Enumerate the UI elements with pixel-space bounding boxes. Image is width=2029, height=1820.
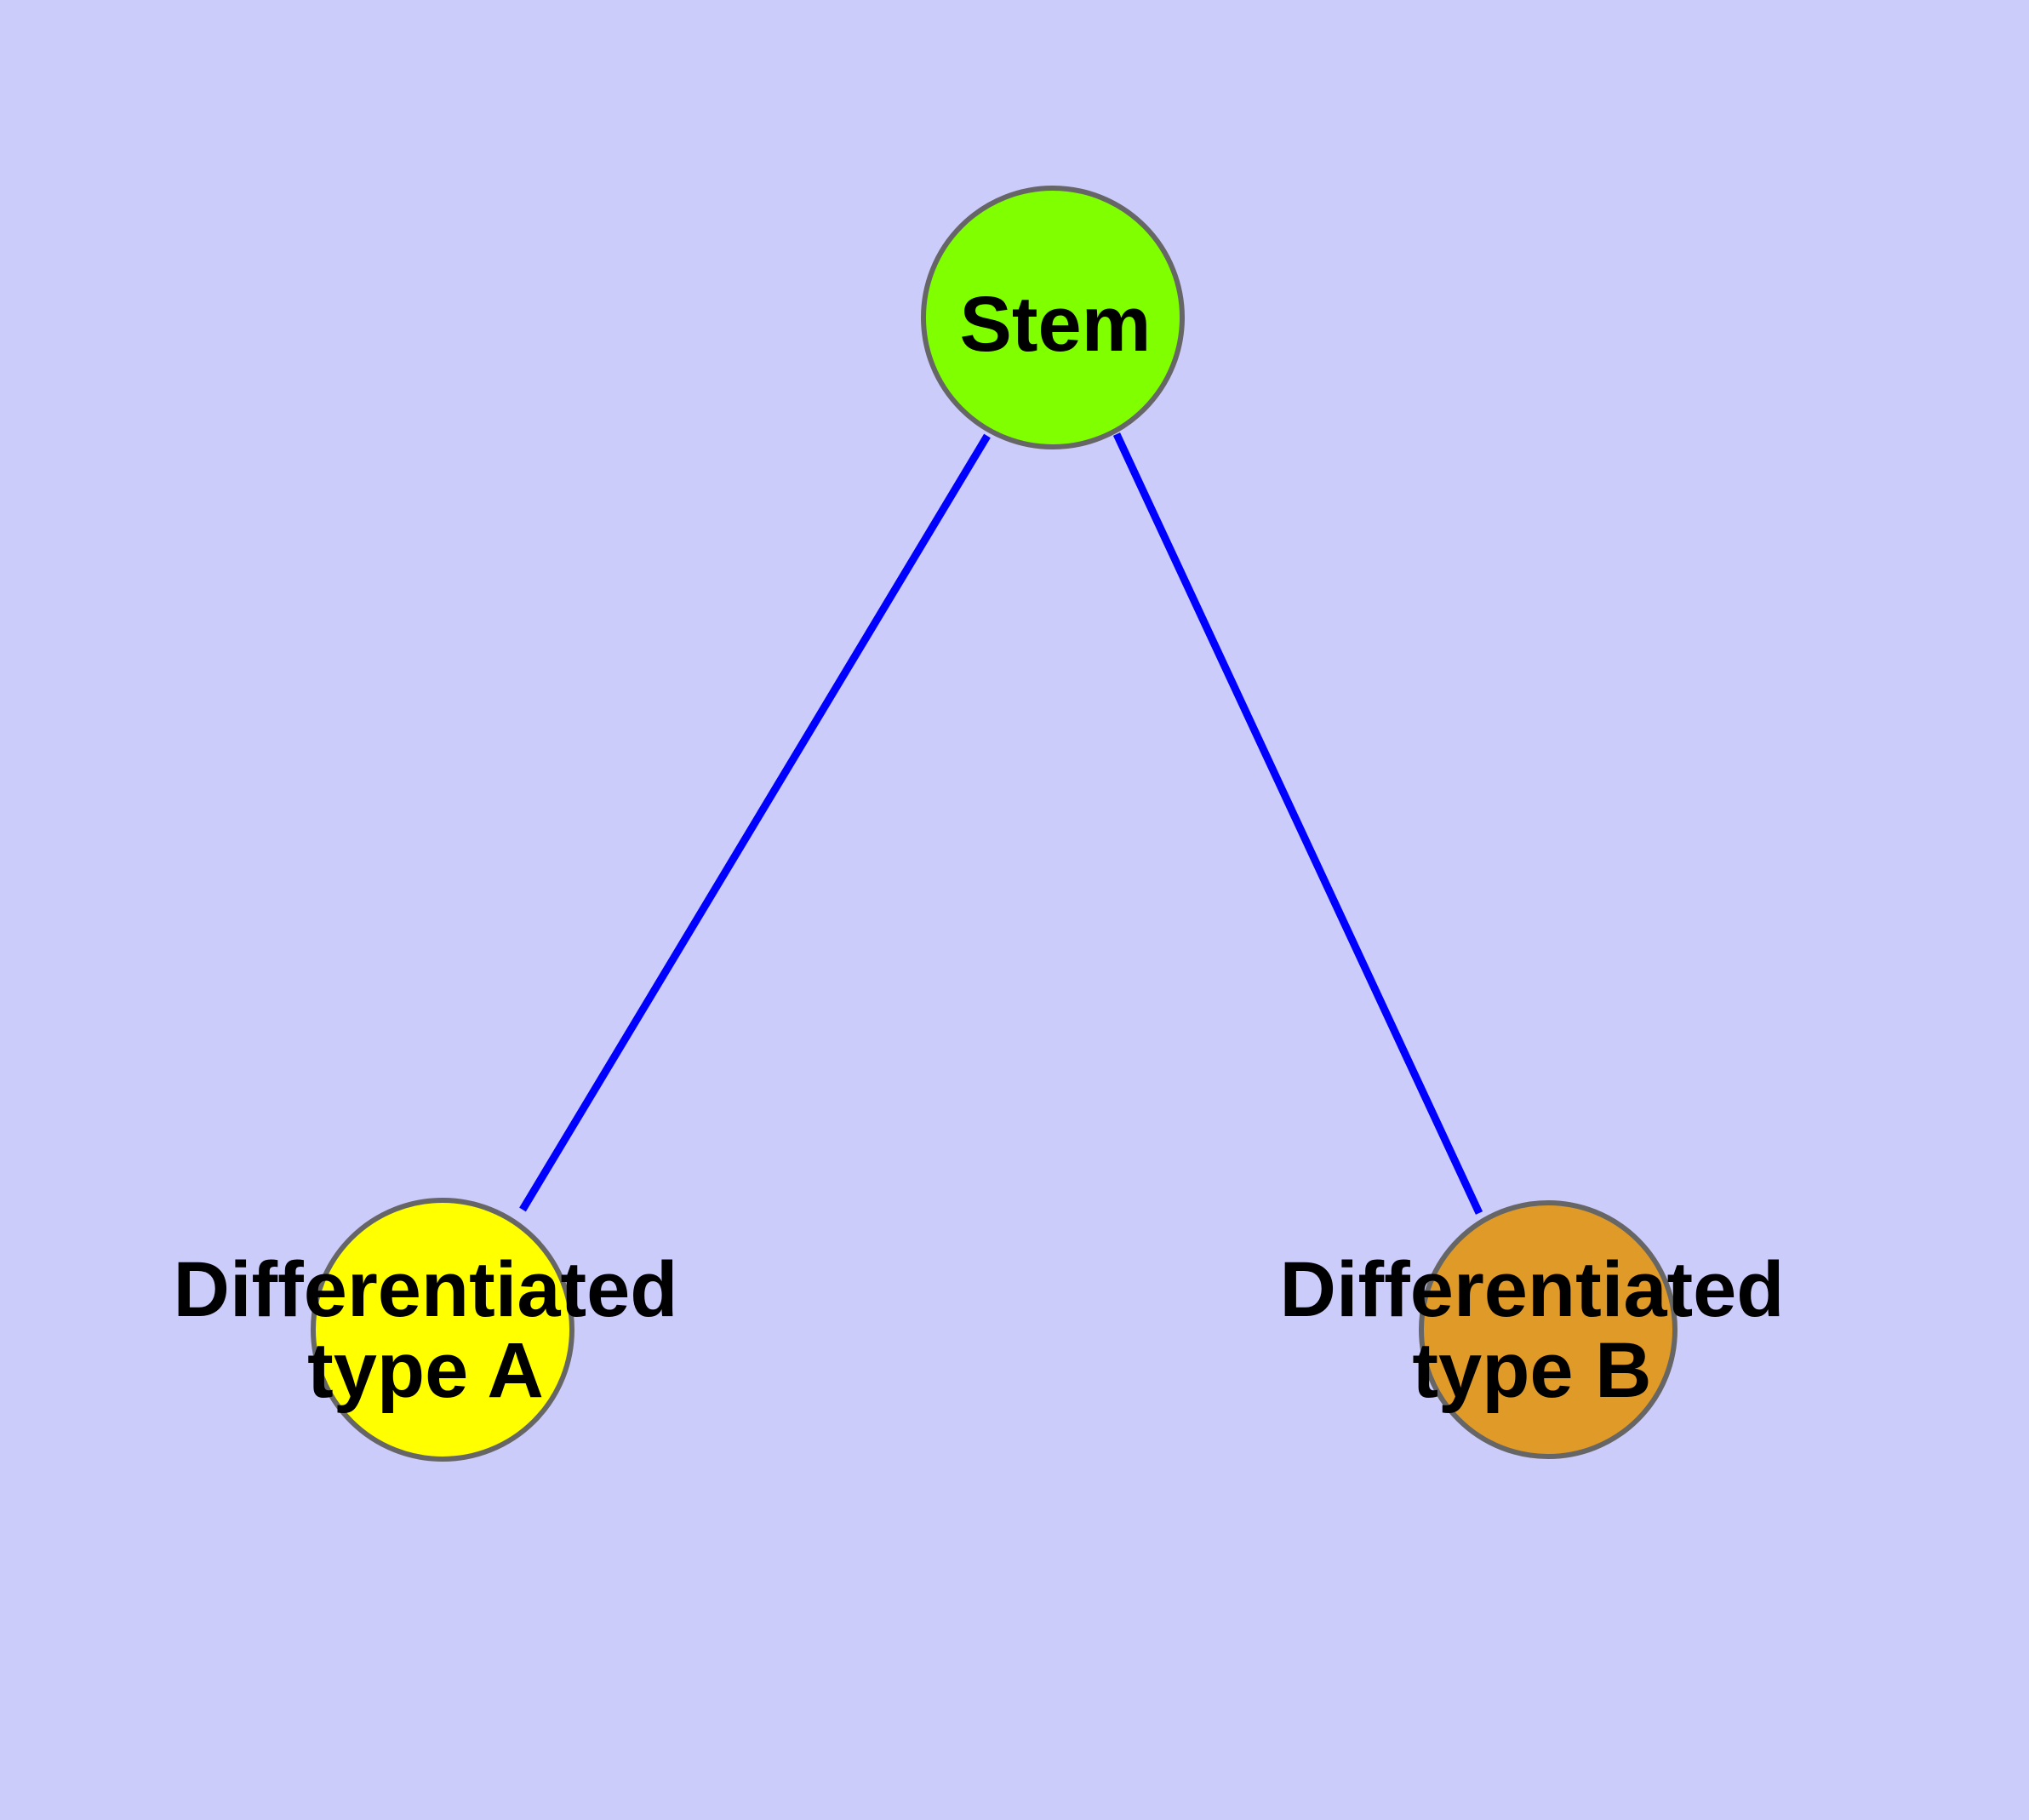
- node-label-line: Differentiated: [174, 1246, 678, 1333]
- node-circle-diff-b[interactable]: [1419, 1200, 1677, 1459]
- edge-stem-to-diff-a[interactable]: [519, 433, 991, 1212]
- edge-stem-to-diff-b[interactable]: [1112, 432, 1483, 1215]
- node-label-line: Stem: [960, 281, 1152, 368]
- edges-layer: [519, 432, 1483, 1215]
- node-label-line: type B: [1412, 1327, 1651, 1414]
- node-stem[interactable]: Stem: [921, 186, 1185, 449]
- node-circle-diff-a[interactable]: [311, 1198, 574, 1462]
- node-circle-stem[interactable]: [921, 186, 1185, 449]
- node-label-line: Differentiated: [1280, 1246, 1785, 1333]
- node-label-line: type A: [307, 1327, 544, 1414]
- node-label-stem: Stem: [960, 281, 1152, 368]
